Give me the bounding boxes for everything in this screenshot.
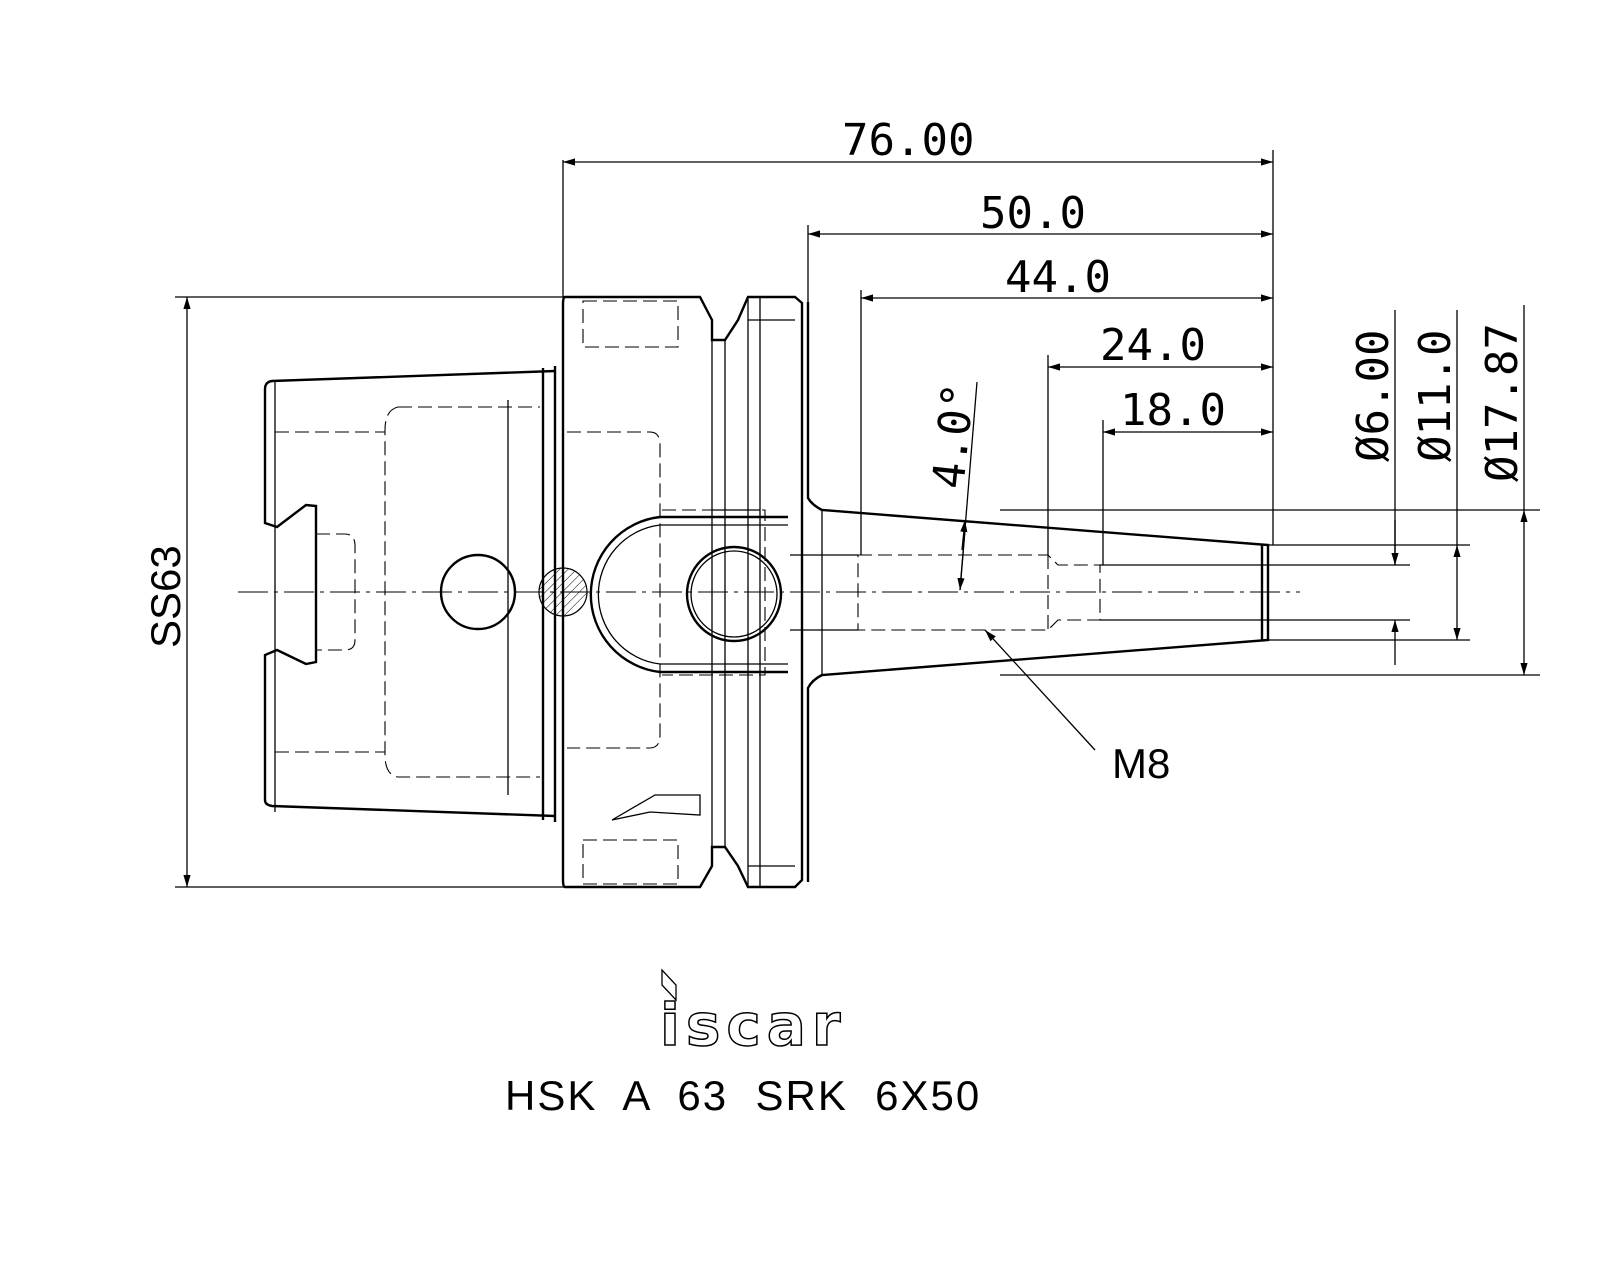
dim-shank-size: SS63: [142, 545, 189, 648]
iscar-logo: iscar: [659, 968, 847, 1060]
logo-text: iscar: [660, 991, 847, 1059]
dimension-lines: [175, 150, 1540, 888]
dim-dia-17: Ø17.87: [1477, 323, 1528, 482]
dim-length-44: 44.0: [1005, 252, 1111, 303]
dim-length-18: 18.0: [1120, 385, 1226, 436]
dim-length-24: 24.0: [1100, 320, 1206, 371]
thread-label: M8: [1112, 740, 1170, 787]
dim-taper-angle: 4.0°: [923, 380, 985, 491]
dim-dia-11: Ø11.0: [1410, 330, 1461, 462]
brand-block: iscar HSK A 63 SRK 6X50: [505, 968, 981, 1119]
dim-dia-6: Ø6.00: [1348, 330, 1399, 462]
model-code: HSK A 63 SRK 6X50: [505, 1072, 981, 1119]
dim-length-50: 50.0: [980, 188, 1086, 239]
dim-overall-length: 76.00: [842, 115, 974, 166]
dimension-labels: 76.00 50.0 44.0 24.0 18.0 4.0° Ø6.00 Ø11…: [142, 115, 1528, 787]
